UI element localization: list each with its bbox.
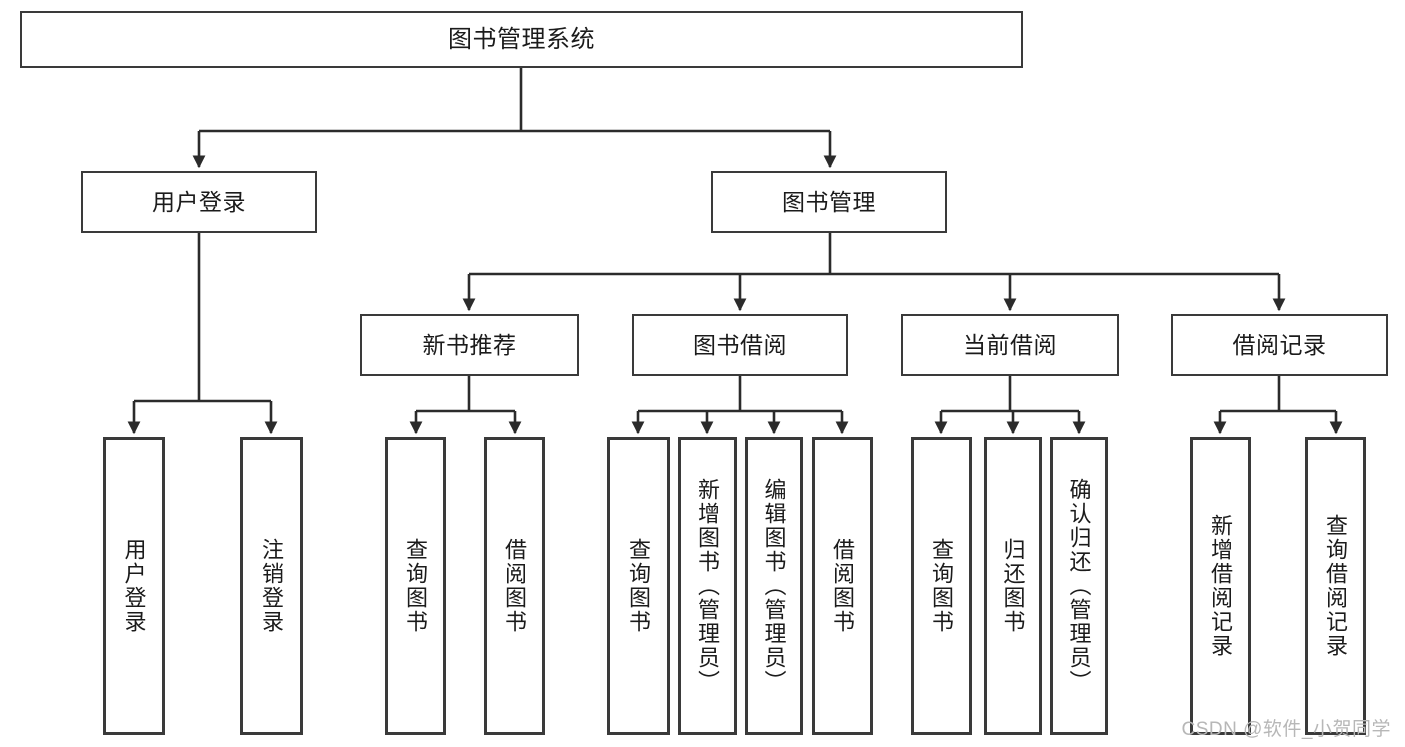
node-root-system[interactable]: 图书管理系统 (20, 11, 1023, 68)
node-label: 查询借阅记录 (1323, 514, 1349, 658)
node-label: 新书推荐 (422, 331, 517, 358)
node-leaf-query-borrow-record[interactable]: 查询借阅记录 (1305, 437, 1366, 735)
watermark: CSDN @软件_小贺同学 (1181, 719, 1391, 740)
node-label: 新增借阅记录 (1208, 514, 1234, 658)
node-leaf-borrow-book-1[interactable]: 借阅图书 (484, 437, 545, 735)
node-label: 查询图书 (626, 538, 652, 634)
node-label: 图书管理系统 (448, 25, 595, 53)
node-label: 注销登录 (259, 538, 285, 634)
node-leaf-user-login[interactable]: 用户登录 (103, 437, 165, 735)
node-leaf-add-borrow-record[interactable]: 新增借阅记录 (1190, 437, 1251, 735)
node-label: 用户登录 (121, 538, 147, 634)
node-leaf-confirm-return[interactable]: 确认归还（管理员） (1050, 437, 1108, 735)
node-label: 当前借阅 (963, 331, 1057, 358)
node-leaf-return-book[interactable]: 归还图书 (984, 437, 1042, 735)
node-leaf-edit-book[interactable]: 编辑图书（管理员） (745, 437, 803, 735)
node-book-management[interactable]: 图书管理 (711, 171, 947, 233)
node-label: 借阅记录 (1232, 331, 1327, 358)
node-label: 图书借阅 (693, 331, 787, 358)
node-leaf-borrow-book-2[interactable]: 借阅图书 (812, 437, 873, 735)
node-borrow-record[interactable]: 借阅记录 (1171, 314, 1388, 376)
node-label: 图书管理 (782, 188, 876, 215)
node-current-borrow[interactable]: 当前借阅 (901, 314, 1119, 376)
node-user-login[interactable]: 用户登录 (81, 171, 317, 233)
node-label: 新增图书（管理员） (695, 478, 721, 694)
node-label: 用户登录 (152, 188, 246, 215)
node-label: 借阅图书 (502, 538, 528, 634)
node-leaf-query-book-2[interactable]: 查询图书 (607, 437, 670, 735)
node-label: 归还图书 (1000, 538, 1026, 634)
node-label: 查询图书 (403, 538, 429, 634)
node-leaf-logout[interactable]: 注销登录 (240, 437, 303, 735)
node-new-book-recommend[interactable]: 新书推荐 (360, 314, 579, 376)
node-leaf-query-book-1[interactable]: 查询图书 (385, 437, 446, 735)
node-leaf-query-book-3[interactable]: 查询图书 (911, 437, 972, 735)
node-label: 查询图书 (929, 538, 955, 634)
node-book-borrow[interactable]: 图书借阅 (632, 314, 848, 376)
node-label: 借阅图书 (830, 538, 856, 634)
node-leaf-add-book[interactable]: 新增图书（管理员） (678, 437, 737, 735)
node-label: 确认归还（管理员） (1066, 478, 1092, 694)
node-label: 编辑图书（管理员） (761, 478, 787, 694)
